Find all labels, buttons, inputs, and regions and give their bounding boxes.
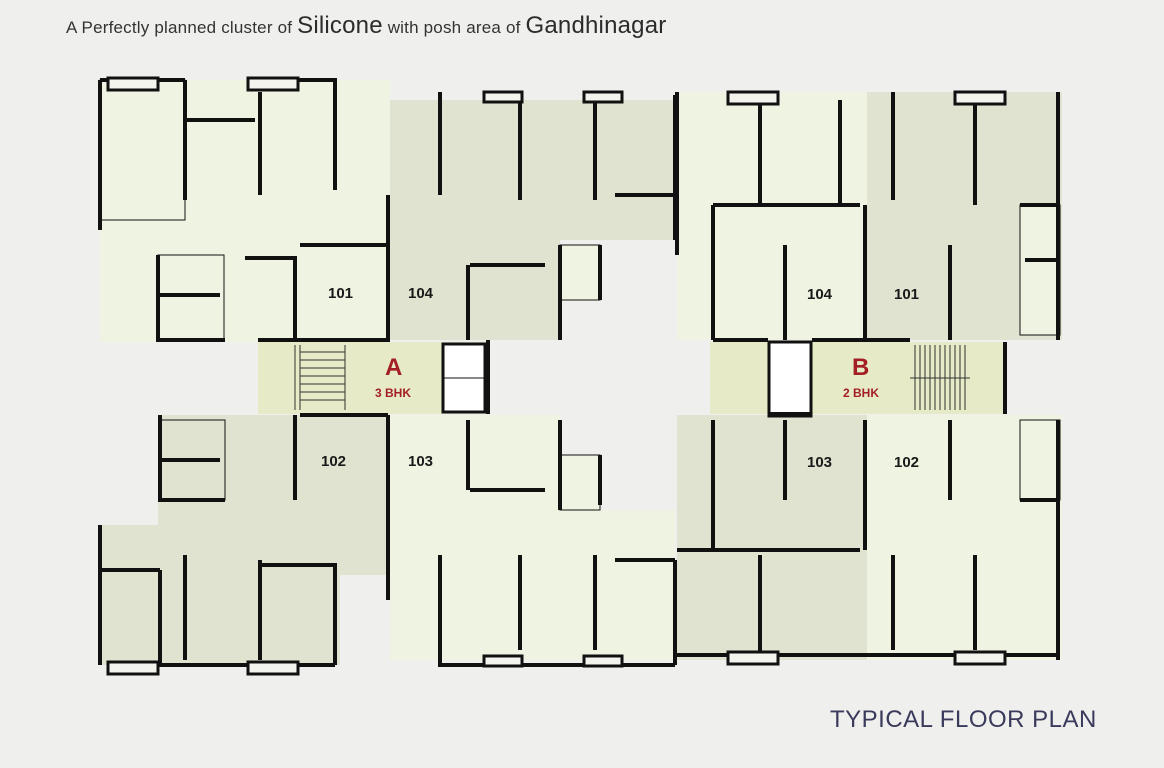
unit-a-103 (390, 415, 675, 660)
tower-b-unit-label-2: 101 (894, 286, 919, 303)
tower-b-staircase (910, 345, 970, 410)
unit-b-101 (867, 92, 1062, 340)
page-headline: A Perfectly planned cluster of Silicone … (66, 12, 666, 40)
tower-b-walls (675, 92, 1060, 660)
tower-b-lift (767, 340, 813, 418)
headline-brand: Silicone (297, 12, 383, 39)
tower-a-letter: A (385, 354, 402, 381)
unit-a-104 (390, 100, 675, 340)
tower-a-unit-label-2: 104 (408, 285, 434, 302)
tower-a-type: 3 BHK (375, 386, 411, 400)
unit-a-101 (99, 79, 390, 342)
headline-part1: A Perfectly planned cluster of (66, 18, 298, 37)
tower-b (675, 90, 1062, 666)
tower-b-unit-label-1: 104 (807, 286, 833, 303)
tower-b-type: 2 BHK (843, 386, 879, 400)
headline-place: Gandhinagar (525, 12, 667, 39)
headline-part2: with posh area of (382, 18, 526, 37)
tower-a-unit-label-1: 101 (328, 285, 353, 302)
tower-a-unit-label-3: 102 (321, 453, 346, 470)
plan-title: TYPICAL FLOOR PLAN (830, 706, 1097, 733)
unit-b-104 (677, 92, 867, 340)
unit-b-102 (867, 415, 1062, 660)
tower-b-letter: B (852, 354, 869, 381)
tower-b-unit-label-4: 102 (894, 454, 919, 471)
unit-b-104-floor (677, 92, 867, 340)
unit-b-103-floor (677, 415, 867, 660)
tower-a (98, 76, 677, 676)
unit-b-103 (677, 415, 867, 660)
unit-a-102 (100, 415, 390, 665)
tower-a-unit-label-4: 103 (408, 453, 433, 470)
tower-b-unit-label-3: 103 (807, 454, 832, 471)
tower-a-walls (98, 78, 677, 667)
tower-a-staircase (294, 345, 346, 410)
